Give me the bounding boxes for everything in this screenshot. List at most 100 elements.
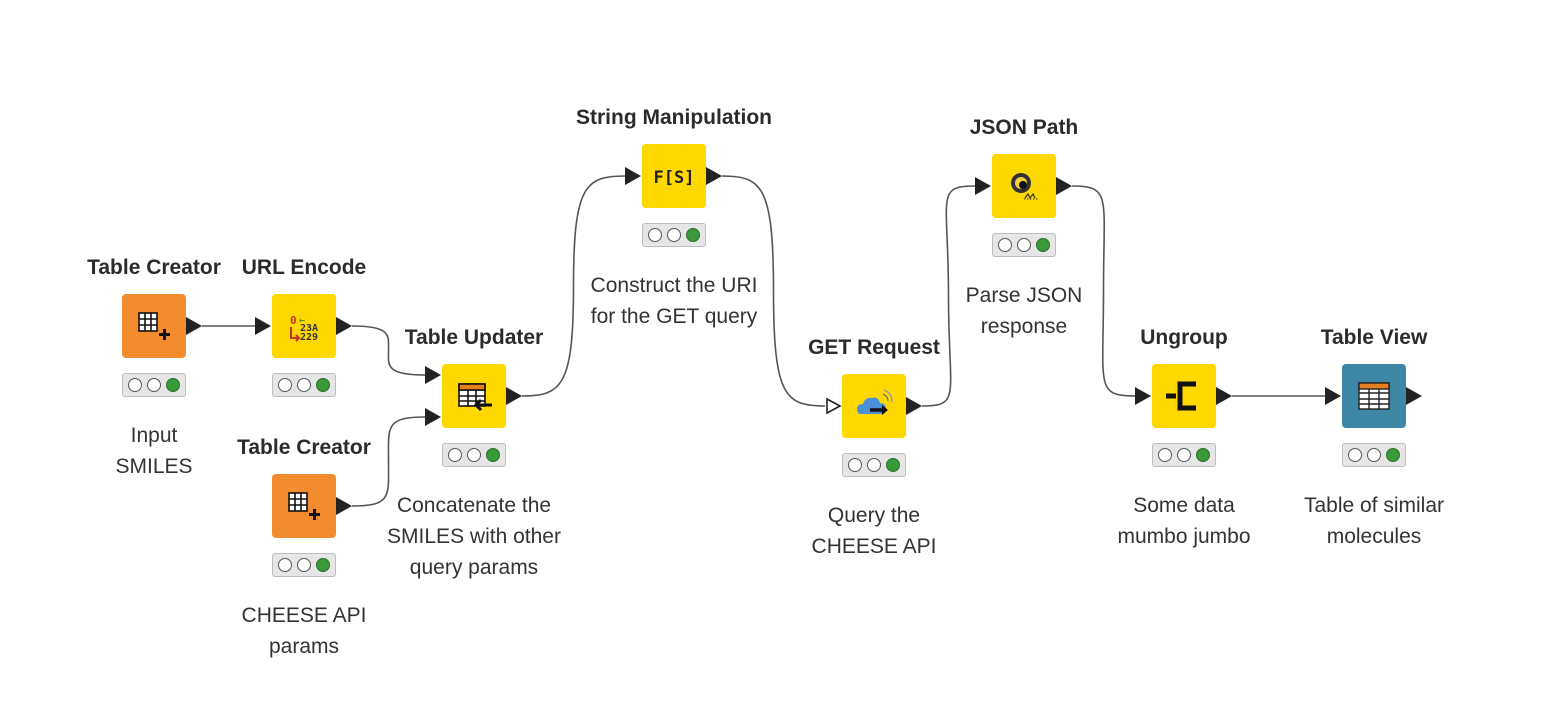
status-dot-green <box>315 378 330 392</box>
status-dot-green <box>165 378 180 392</box>
svg-text:23A: 23A <box>300 323 318 334</box>
status-dot-green <box>1385 448 1400 462</box>
output-port[interactable] <box>1406 387 1422 405</box>
status-dot-red <box>128 378 143 392</box>
status-dot-yellow <box>1016 238 1031 252</box>
input-port[interactable] <box>1135 387 1151 405</box>
output-port[interactable] <box>1216 387 1232 405</box>
input-port[interactable] <box>975 177 991 195</box>
node-title: Table Updater <box>404 326 544 349</box>
node-body[interactable] <box>122 294 186 358</box>
node-title: Table Creator <box>87 256 221 279</box>
status-traffic-light <box>272 373 336 397</box>
node-annotation: Table of similar molecules <box>1303 494 1445 548</box>
svg-text:229: 229 <box>300 332 318 343</box>
status-dot-red <box>448 448 463 462</box>
connection-table-updater-to-string-manipulation[interactable] <box>521 175 626 397</box>
connections-layer <box>202 175 1325 507</box>
node-body[interactable] <box>272 474 336 538</box>
connection-url-encode-to-table-updater[interactable] <box>351 325 426 376</box>
node-title: JSON Path <box>969 116 1079 139</box>
status-traffic-light <box>122 373 186 397</box>
status-dot-yellow <box>296 378 311 392</box>
input-port[interactable] <box>825 397 843 415</box>
input-port[interactable] <box>255 317 271 335</box>
table-update-icon <box>458 383 492 412</box>
output-port[interactable] <box>1056 177 1072 195</box>
output-port[interactable] <box>336 317 352 335</box>
function-string-icon: F[S] <box>654 168 695 188</box>
status-dot-red <box>848 458 863 472</box>
output-port[interactable] <box>506 387 522 405</box>
status-dot-green <box>685 228 700 242</box>
status-traffic-light <box>642 223 706 247</box>
node-annotation: Parse JSON response <box>965 284 1083 338</box>
svg-text:F[S]: F[S] <box>654 168 695 188</box>
connection-get-request-to-json-path[interactable] <box>921 185 976 407</box>
table-plus-icon <box>138 312 170 340</box>
status-dot-red <box>998 238 1013 252</box>
status-traffic-light <box>1152 443 1216 467</box>
node-title: Table View <box>1320 326 1428 349</box>
status-dot-yellow <box>146 378 161 392</box>
table-plus-icon <box>288 492 320 520</box>
node-body[interactable] <box>442 364 506 428</box>
status-dot-green <box>885 458 900 472</box>
svg-text:0: 0 <box>290 314 297 327</box>
status-dot-red <box>1348 448 1363 462</box>
status-dot-red <box>648 228 663 242</box>
status-dot-yellow <box>866 458 881 472</box>
node-annotation: Input SMILES <box>115 424 193 478</box>
output-port[interactable] <box>186 317 202 335</box>
output-port[interactable] <box>706 167 722 185</box>
node-title: GET Request <box>808 336 940 359</box>
hollow-port-icon <box>826 397 842 415</box>
input-port[interactable] <box>1325 387 1341 405</box>
node-annotation: Some data mumbo jumbo <box>1117 494 1251 548</box>
node-title: Table Creator <box>237 436 371 459</box>
connection-table-creator-2-to-table-updater[interactable] <box>351 416 426 507</box>
status-dot-yellow <box>666 228 681 242</box>
status-traffic-light <box>272 553 336 577</box>
node-body[interactable]: F[S] <box>642 144 706 208</box>
status-dot-yellow <box>1366 448 1381 462</box>
status-dot-green <box>315 558 330 572</box>
input-port[interactable] <box>425 408 441 426</box>
node-annotation: CHEESE API params <box>241 604 367 658</box>
node-title: Ungroup <box>1140 326 1228 349</box>
status-dot-green <box>485 448 500 462</box>
node-title: String Manipulation <box>576 106 772 129</box>
input-port[interactable] <box>625 167 641 185</box>
status-dot-yellow <box>296 558 311 572</box>
node-title: URL Encode <box>241 256 367 279</box>
status-traffic-light <box>1342 443 1406 467</box>
node-body[interactable] <box>1342 364 1406 428</box>
ungroup-icon <box>1166 381 1196 411</box>
status-traffic-light <box>442 443 506 467</box>
status-dot-green <box>1035 238 1050 252</box>
node-annotation: Query the CHEESE API <box>811 504 937 558</box>
json-path-icon <box>1011 173 1038 200</box>
node-body[interactable] <box>1152 364 1216 428</box>
status-traffic-light <box>842 453 906 477</box>
connection-string-manipulation-to-get-request[interactable] <box>721 175 826 407</box>
cloud-arrow-icon <box>857 389 893 415</box>
node-annotation: Construct the URI for the GET query <box>590 274 758 328</box>
table-grid-icon <box>1358 382 1390 410</box>
status-dot-red <box>278 558 293 572</box>
node-annotation: Concatenate the SMILES with other query … <box>387 494 561 579</box>
status-dot-yellow <box>466 448 481 462</box>
input-port[interactable] <box>425 366 441 384</box>
connection-json-path-to-ungroup[interactable] <box>1071 185 1136 397</box>
status-dot-red <box>278 378 293 392</box>
output-port[interactable] <box>906 397 922 415</box>
output-port[interactable] <box>336 497 352 515</box>
svg-text:←: ← <box>299 315 305 326</box>
node-body[interactable] <box>992 154 1056 218</box>
node-body[interactable] <box>842 374 906 438</box>
status-traffic-light <box>992 233 1056 257</box>
status-dot-red <box>1158 448 1173 462</box>
